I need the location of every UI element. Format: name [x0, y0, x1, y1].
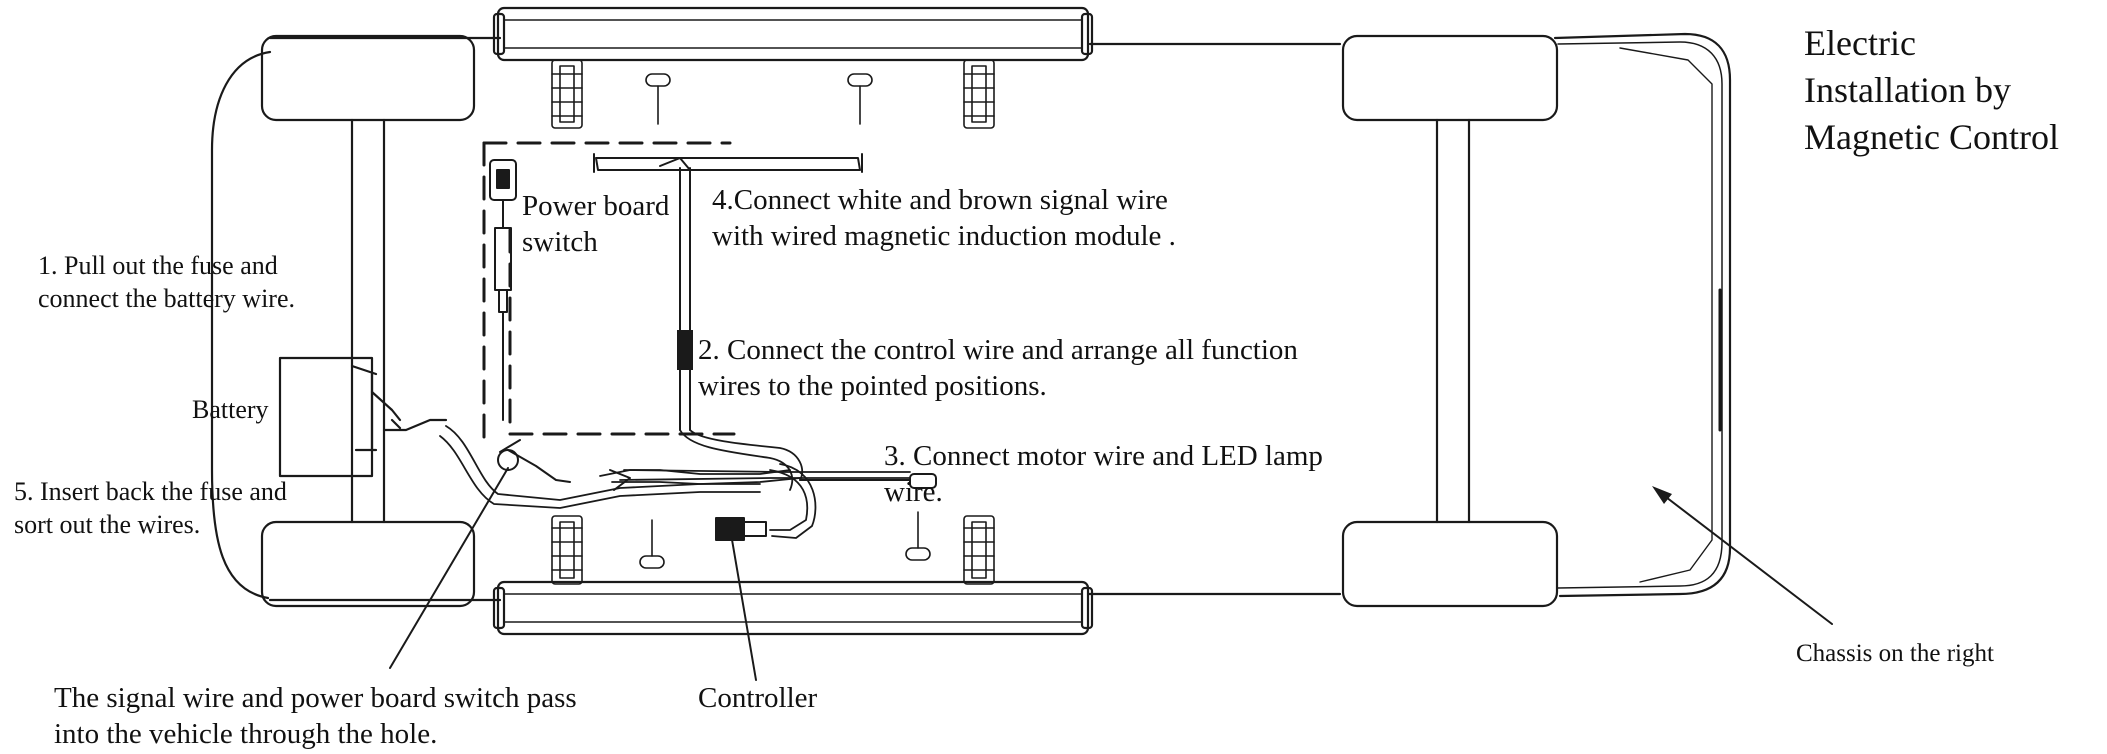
wheel-front-left — [260, 34, 476, 122]
power-board-switch-label: Power board switch — [522, 190, 670, 259]
title-line-2: Installation by — [1804, 69, 2011, 110]
step-2-label: 2. Connect the control wire and arrange … — [698, 334, 1298, 403]
controller-label: Controller — [698, 682, 818, 714]
vehicle-body-outline — [210, 32, 1732, 602]
title-line-3: Magnetic Control — [1804, 116, 2059, 157]
leader-lines — [389, 467, 1833, 681]
step-4-label: 4.Connect white and brown signal wire wi… — [712, 184, 1176, 253]
led-lamp-connector — [609, 469, 937, 491]
power-board-switch — [489, 159, 517, 421]
wheel-rear-right — [1341, 520, 1559, 608]
hole-note-label: The signal wire and power board switch p… — [54, 682, 577, 751]
wire-hole — [497, 439, 571, 483]
brackets-bottom — [551, 511, 995, 585]
wheel-front-right — [260, 520, 476, 608]
brackets-top — [551, 59, 995, 129]
title-line-1: Electric — [1804, 23, 1916, 63]
front-axle — [350, 118, 386, 524]
controller-module — [715, 517, 767, 541]
battery-box — [278, 356, 448, 478]
running-board-top — [492, 6, 1094, 62]
magnetic-module-wire — [593, 153, 863, 431]
wire-harness — [439, 425, 911, 539]
step-3-label: 3. Connect motor wire and LED lamp wire. — [884, 440, 1323, 509]
rear-axle — [1435, 118, 1471, 524]
arrowhead — [1652, 486, 1672, 504]
wheel-rear-left — [1341, 34, 1559, 122]
step-5-label: 5. Insert back the fuse and sort out the… — [14, 477, 287, 539]
chassis-label: Chassis on the right — [1796, 640, 1994, 667]
diagram-title: Electric Installation by Magnetic Contro… — [1804, 20, 2059, 160]
running-board-bottom — [492, 580, 1094, 636]
step-1-label: 1. Pull out the fuse and connect the bat… — [38, 251, 295, 313]
battery-label: Battery — [192, 395, 269, 424]
